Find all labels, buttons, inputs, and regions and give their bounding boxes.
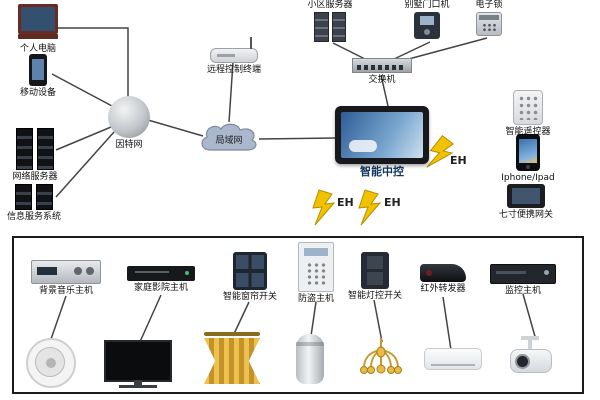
control-tablet-icon <box>335 106 429 164</box>
node-security-host: 防盗主机 <box>284 242 348 304</box>
node-smart-remote: 智能遥控器 <box>498 90 558 137</box>
node-sensor-cylinder <box>296 334 324 384</box>
remote-terminal-label: 远程控制终端 <box>206 65 261 75</box>
device-group-box <box>12 236 584 394</box>
node-monitor-host: 监控主机 <box>488 264 558 296</box>
amplifier-icon <box>31 260 101 284</box>
eh-label-2: EH <box>337 196 354 209</box>
node-bgm-host: 背景音乐主机 <box>28 260 104 296</box>
monitor-host-label: 监控主机 <box>504 286 541 296</box>
cloud-icon: 局域网 <box>198 120 260 158</box>
speaker-icon <box>26 338 76 388</box>
curtain-switch-icon <box>233 252 267 290</box>
sensor-icon <box>296 334 324 384</box>
node-ceiling-speaker <box>26 338 76 388</box>
community-server-label: 小区服务器 <box>307 0 353 10</box>
villa-door-station-label: 别墅门口机 <box>404 0 450 10</box>
desktop-computer-icon <box>18 4 58 39</box>
mobile-device-label: 移动设备 <box>19 88 56 98</box>
gateway-icon <box>507 184 545 208</box>
home-theater-host-label: 家庭影院主机 <box>133 283 188 293</box>
curtain-rod-icon <box>204 332 260 336</box>
node-lan-cloud: 局域网 <box>198 120 260 158</box>
node-central-control: 智能中控 <box>334 106 430 179</box>
camera-icon <box>508 336 552 384</box>
switch-label: 交换机 <box>368 75 396 85</box>
router-icon <box>210 37 258 63</box>
camera-body <box>510 349 552 373</box>
bgm-host-label: 背景音乐主机 <box>38 286 93 296</box>
dvd-player-icon <box>127 266 195 281</box>
smartphone-icon <box>29 54 47 86</box>
node-portable-gateway: 七寸便携网关 <box>492 184 560 220</box>
ir-repeater-label: 红外转发器 <box>420 284 466 294</box>
node-mobile-device: 移动设备 <box>14 54 62 98</box>
remote-control-icon <box>513 90 543 125</box>
lock-icon <box>476 12 502 37</box>
electronic-lock-label: 电子锁 <box>475 0 503 10</box>
lightning-icon <box>312 189 336 226</box>
node-light-switch: 智能灯控开关 <box>342 252 408 301</box>
server-rack-icon <box>16 128 54 170</box>
portable-gateway-label: 七寸便携网关 <box>498 210 553 220</box>
iphone-ipad-label: Iphone/Ipad <box>501 173 555 183</box>
node-network-server: 网络服务器 <box>6 128 64 182</box>
ir-repeater-icon <box>420 264 466 282</box>
eh-label-1: EH <box>450 154 467 167</box>
node-info-service-system: 信息服务系统 <box>2 184 66 222</box>
node-home-theater-host: 家庭影院主机 <box>122 266 200 293</box>
personal-computer-label: 个人电脑 <box>19 44 56 54</box>
dvr-icon <box>490 264 556 284</box>
lightning-icon <box>358 189 382 226</box>
eh-label-3: EH <box>384 196 401 209</box>
node-camera <box>508 336 552 384</box>
server-rack-icon <box>15 184 53 210</box>
info-service-system-label: 信息服务系统 <box>6 212 61 222</box>
alarm-panel-icon <box>298 242 334 292</box>
lan-label: 局域网 <box>215 136 243 146</box>
node-tv <box>104 340 172 390</box>
central-control-label: 智能中控 <box>360 165 404 178</box>
air-conditioner-icon <box>424 348 482 370</box>
security-host-label: 防盗主机 <box>297 294 334 304</box>
camera-arm <box>528 340 532 349</box>
curtain-icon <box>204 338 260 384</box>
network-switch-icon <box>352 58 412 73</box>
node-chandelier <box>356 338 406 384</box>
node-air-conditioner <box>424 348 482 370</box>
light-switch-label: 智能灯控开关 <box>347 291 402 301</box>
node-switch: 交换机 <box>350 58 414 85</box>
node-ir-repeater: 红外转发器 <box>410 264 476 294</box>
internet-label: 因特网 <box>115 140 143 150</box>
node-internet: 因特网 <box>106 96 152 150</box>
phone-icon <box>516 134 540 171</box>
node-iphone-ipad: Iphone/Ipad <box>498 134 558 183</box>
node-personal-computer: 个人电脑 <box>12 4 64 54</box>
chandelier-icon <box>356 338 406 384</box>
node-electronic-lock: 电子锁 <box>462 0 516 37</box>
camera-mount <box>521 336 539 340</box>
door-station-icon <box>414 12 440 40</box>
node-community-server: 小区服务器 <box>298 0 362 42</box>
curtain-switch-label: 智能窗帘开关 <box>222 292 277 302</box>
server-icon <box>314 12 346 42</box>
node-remote-terminal: 远程控制终端 <box>198 36 270 75</box>
smart-remote-label: 智能遥控器 <box>505 127 551 137</box>
light-switch-icon <box>361 252 389 289</box>
node-curtain-switch: 智能窗帘开关 <box>212 252 288 302</box>
lightning-icon <box>426 135 455 168</box>
node-curtain <box>204 332 260 384</box>
network-server-label: 网络服务器 <box>12 172 58 182</box>
tv-icon <box>104 340 172 382</box>
globe-icon <box>108 96 150 138</box>
node-villa-door-station: 别墅门口机 <box>398 0 456 40</box>
